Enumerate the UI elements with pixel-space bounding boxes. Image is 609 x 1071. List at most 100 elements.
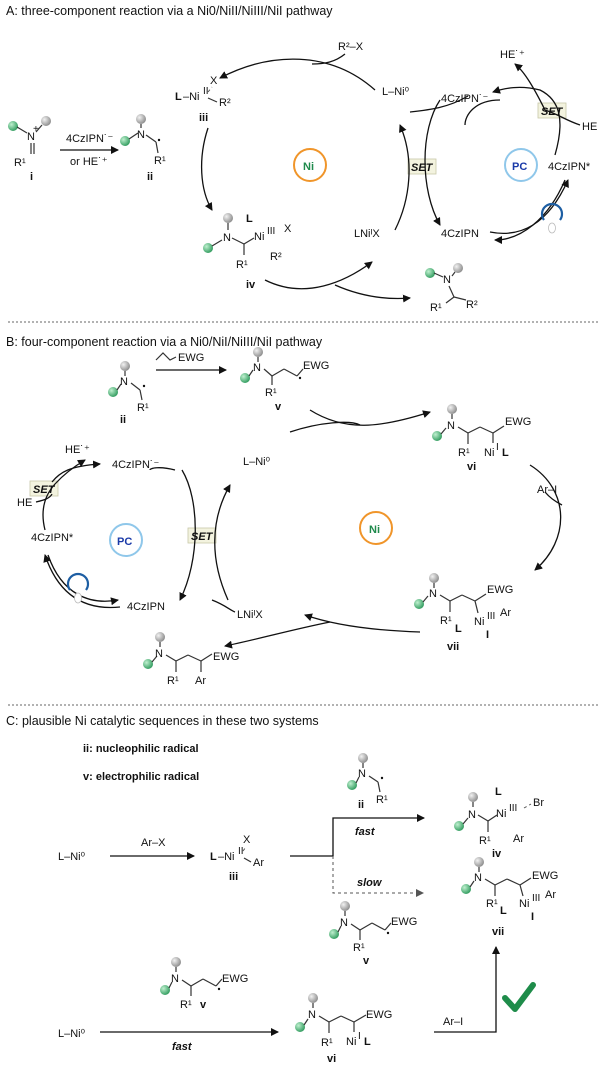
svg-text:I: I bbox=[531, 911, 534, 923]
svg-text:R¹: R¹ bbox=[167, 675, 179, 687]
he-b: HE bbox=[17, 497, 32, 509]
label-ii-b: ii bbox=[120, 414, 126, 426]
svg-text:N: N bbox=[340, 917, 348, 929]
slow-label: slow bbox=[357, 877, 383, 889]
svg-text:Ar: Ar bbox=[500, 607, 511, 619]
label-vii-b: vii bbox=[447, 641, 459, 653]
svg-text:III: III bbox=[509, 803, 517, 814]
compound-ii-c: N R¹ ii bbox=[347, 753, 388, 811]
ewg-v-c: EWG bbox=[391, 916, 417, 928]
svg-text:I: I bbox=[496, 442, 499, 453]
elec-radical-note: v: electrophilic radical bbox=[83, 771, 199, 783]
set-label-a: SET bbox=[411, 162, 434, 174]
condition-2: or HE˙⁺ bbox=[70, 156, 108, 168]
cat-excited-a: 4CzIPN* bbox=[548, 161, 591, 173]
svg-text:L: L bbox=[502, 447, 509, 459]
svg-text:N: N bbox=[137, 129, 145, 141]
section-b-title: B: four-component reaction via a Ni0/NiI… bbox=[6, 335, 323, 349]
compound-v-c: N R¹ EWG v bbox=[329, 901, 417, 967]
label-iv-c: iv bbox=[492, 848, 502, 860]
pc-label-b: PC bbox=[117, 536, 132, 548]
ewg-v: EWG bbox=[303, 360, 329, 372]
label-iv-a: iv bbox=[246, 279, 256, 291]
compound-vi-b: N R¹ EWG Ni I L vi bbox=[432, 404, 531, 473]
svg-text:I: I bbox=[358, 1031, 361, 1042]
svg-text:R¹: R¹ bbox=[236, 259, 248, 271]
fast-label-2: fast bbox=[172, 1041, 193, 1053]
svg-text:R¹: R¹ bbox=[321, 1037, 333, 1049]
label-vi-c2: vi bbox=[327, 1053, 336, 1065]
svg-text:–Ni: –Ni bbox=[218, 851, 235, 863]
svg-text:Ar: Ar bbox=[513, 833, 524, 845]
svg-text:Ni: Ni bbox=[519, 898, 529, 910]
svg-text:R¹: R¹ bbox=[458, 447, 470, 459]
svg-text:R¹: R¹ bbox=[486, 898, 498, 910]
svg-text:Ar: Ar bbox=[195, 675, 206, 687]
svg-text:III: III bbox=[532, 893, 540, 904]
label-iii-c: iii bbox=[229, 871, 238, 883]
ni-label-b: Ni bbox=[369, 524, 380, 536]
label-i: i bbox=[30, 171, 33, 183]
svg-text:R²: R² bbox=[466, 299, 478, 311]
compound-v-c2: N R¹ EWG v bbox=[160, 957, 248, 1011]
cat-radical-anion-b: 4CzIPN˙⁻ bbox=[112, 459, 160, 471]
svg-text:II: II bbox=[238, 846, 244, 857]
svg-text:N: N bbox=[120, 376, 128, 388]
svg-text:R¹: R¹ bbox=[154, 155, 166, 167]
svg-text:R¹: R¹ bbox=[265, 387, 277, 399]
svg-text:L: L bbox=[246, 213, 253, 225]
ni-circle-b bbox=[359, 511, 393, 545]
compound-ii-b: N R¹ ii bbox=[108, 361, 149, 426]
svg-text:Ni: Ni bbox=[474, 616, 484, 628]
compound-iii-a: L –Ni II X R² iii bbox=[175, 75, 231, 124]
compound-vii-c: N R¹ EWG Ni III Ar L I vii bbox=[461, 857, 558, 938]
svg-text:Ar: Ar bbox=[253, 857, 264, 869]
compound-i: N + R¹ i bbox=[8, 116, 51, 183]
svg-text:R²: R² bbox=[219, 97, 231, 109]
svg-text:X: X bbox=[243, 834, 251, 846]
cat-radical-anion-a: 4CzIPN˙⁻ bbox=[441, 93, 489, 105]
lnix-b: LNiᴵX bbox=[237, 609, 263, 621]
svg-text:L: L bbox=[500, 905, 507, 917]
he-a: HE bbox=[582, 121, 597, 133]
cat-a: 4CzIPN bbox=[441, 228, 479, 240]
svg-text:L: L bbox=[210, 851, 217, 863]
arx-label: Ar–X bbox=[141, 837, 166, 849]
ni-circle-a bbox=[293, 148, 327, 182]
label-v-c: v bbox=[363, 955, 370, 967]
svg-text:Ni: Ni bbox=[346, 1036, 356, 1048]
compound-iv-a: N R¹ Ni III L X R² iv bbox=[203, 213, 292, 291]
he-rc-a: HE˙⁺ bbox=[500, 49, 525, 61]
pc-circle-b bbox=[109, 523, 143, 557]
ni-label-a: Ni bbox=[303, 161, 314, 173]
compound-iii-c: L –Ni II X Ar iii bbox=[210, 834, 264, 883]
he-rc-b: HE˙⁺ bbox=[65, 444, 90, 456]
svg-text:Br: Br bbox=[533, 797, 544, 809]
check-icon bbox=[502, 982, 536, 1012]
ewg-vii-c: EWG bbox=[532, 870, 558, 882]
svg-text:N: N bbox=[429, 588, 437, 600]
condition-1: 4CzIPN˙⁻ bbox=[66, 133, 114, 145]
pc-circle-a bbox=[504, 148, 538, 182]
svg-text:N: N bbox=[474, 872, 482, 884]
svg-text:R¹: R¹ bbox=[137, 402, 149, 414]
svg-text:N: N bbox=[308, 1009, 316, 1021]
svg-text:L: L bbox=[364, 1036, 371, 1048]
ari-c2: Ar–I bbox=[443, 1016, 463, 1028]
cat-excited-b: 4CzIPN* bbox=[31, 532, 74, 544]
ewg-v-c2: EWG bbox=[222, 973, 248, 985]
ewg-vii: EWG bbox=[487, 584, 513, 596]
lni0-c2: L–Ni⁰ bbox=[58, 1028, 86, 1040]
compound-v-b: N R¹ EWG v bbox=[240, 347, 329, 413]
lni0-b: L–Ni⁰ bbox=[243, 456, 271, 468]
svg-text:X: X bbox=[210, 75, 218, 87]
pc-label-a: PC bbox=[512, 161, 527, 173]
light-bulb-icon-b bbox=[66, 572, 90, 604]
set-label-b: SET bbox=[191, 531, 214, 543]
product-a: N R¹ R² bbox=[425, 263, 478, 314]
cat-b: 4CzIPN bbox=[127, 601, 165, 613]
r2x-label: R²–X bbox=[338, 41, 364, 53]
svg-text:N: N bbox=[443, 274, 451, 286]
light-bulb-icon-a bbox=[540, 202, 564, 234]
ewg-olefin: EWG bbox=[178, 352, 204, 364]
